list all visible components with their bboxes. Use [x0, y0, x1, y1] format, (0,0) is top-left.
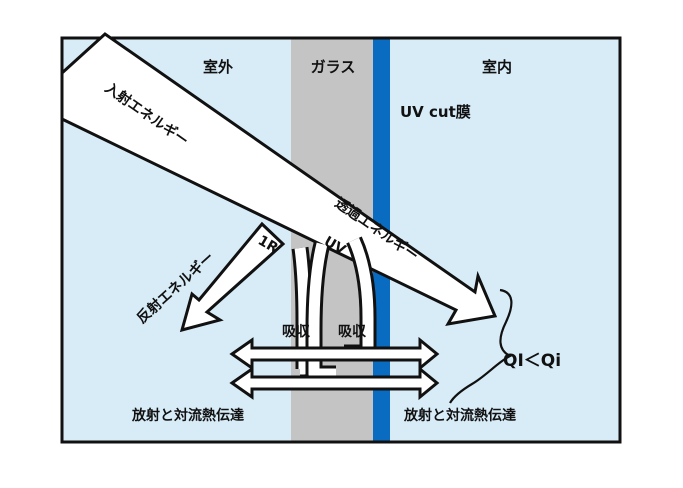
absorption-path-lower-inner: [308, 242, 336, 380]
uv-film-label: UV cut膜: [400, 103, 471, 121]
heat-transfer-arrow-upper: [229, 336, 440, 372]
diagram-frame: [60, 36, 622, 444]
comparison-label: QI＜Qi: [503, 351, 561, 371]
incident-energy-arrow: [60, 32, 498, 327]
reflected-energy-arrow: [179, 221, 286, 333]
heat-transfer-arrow-lower: [229, 365, 440, 401]
absorption-path-left-inner: [294, 247, 310, 375]
absorption-label-right: 吸収: [338, 323, 367, 340]
indoor-label: 室内: [482, 58, 512, 76]
absorption-path-right-inner: [344, 237, 374, 359]
heat-transfer-indoor-label: 放射と対流熱伝達: [403, 407, 516, 424]
absorption-label-left: 吸収: [282, 323, 311, 340]
heat-transfer-outdoor-label: 放射と対流熱伝達: [131, 407, 244, 424]
comparison-brace: [449, 288, 513, 404]
outdoor-label: 室外: [203, 58, 233, 76]
glass-label: ガラス: [311, 58, 356, 76]
